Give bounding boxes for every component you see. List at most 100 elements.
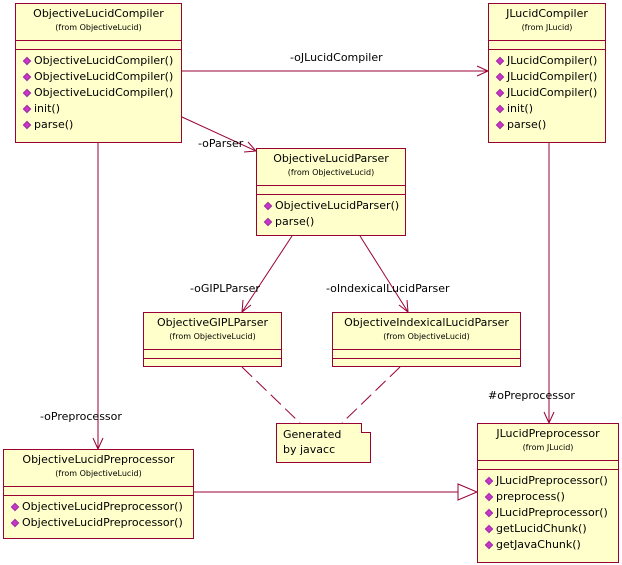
operation-label: ObjectiveLucidCompiler() bbox=[34, 70, 174, 83]
operations-compartment: ObjectiveLucidParser() parse() bbox=[257, 195, 405, 230]
public-operation-icon bbox=[495, 104, 505, 114]
operation: JLucidPreprocessor() bbox=[484, 473, 618, 489]
public-operation-icon bbox=[495, 120, 505, 130]
operations-compartment: ObjectiveLucidCompiler() ObjectiveLucidC… bbox=[16, 50, 181, 133]
operation-label: ObjectiveLucidPreprocessor() bbox=[22, 500, 183, 513]
operation: JLucidCompiler() bbox=[495, 85, 605, 101]
class-package: (from JLucid) bbox=[521, 23, 573, 32]
class-name: JLucidPreprocessor bbox=[496, 427, 600, 440]
public-operation-icon bbox=[22, 72, 32, 82]
class-jlucid-preprocessor[interactable]: JLucidPreprocessor (from JLucid) JLucidP… bbox=[477, 423, 619, 563]
operation-label: ObjectiveLucidParser() bbox=[275, 199, 400, 212]
role-label-ogipl-parser: -oGIPLParser bbox=[190, 282, 260, 295]
operation-label: JLucidCompiler() bbox=[507, 54, 598, 67]
public-operation-icon bbox=[484, 508, 494, 518]
operation-label: preprocess() bbox=[496, 490, 565, 503]
operation-label: JLucidPreprocessor() bbox=[496, 506, 608, 519]
public-operation-icon bbox=[484, 524, 494, 534]
public-operation-icon bbox=[22, 120, 32, 130]
class-name: JLucidCompiler bbox=[506, 7, 588, 20]
public-operation-icon bbox=[484, 476, 494, 486]
note-anchor-gipl bbox=[241, 366, 301, 424]
operation: parse() bbox=[495, 117, 605, 133]
operation: ObjectiveLucidPreprocessor() bbox=[10, 515, 193, 531]
public-operation-icon bbox=[263, 217, 273, 227]
public-operation-icon bbox=[22, 56, 32, 66]
public-operation-icon bbox=[263, 201, 273, 211]
operation: ObjectiveLucidCompiler() bbox=[22, 53, 181, 69]
public-operation-icon bbox=[495, 88, 505, 98]
operation-label: init() bbox=[507, 102, 533, 115]
operation: getJavaChunk() bbox=[484, 537, 618, 553]
class-objective-gipl-parser[interactable]: ObjectiveGIPLParser (from ObjectiveLucid… bbox=[143, 312, 282, 367]
class-package: (from ObjectiveLucid) bbox=[55, 23, 142, 32]
operation-label: getLucidChunk() bbox=[496, 522, 587, 535]
attributes-compartment bbox=[257, 186, 405, 195]
operation: preprocess() bbox=[484, 489, 618, 505]
operation: getLucidChunk() bbox=[484, 521, 618, 537]
operation-label: ObjectiveLucidCompiler() bbox=[34, 86, 174, 99]
operation-label: JLucidCompiler() bbox=[507, 70, 598, 83]
public-operation-icon bbox=[484, 492, 494, 502]
operation: ObjectiveLucidCompiler() bbox=[22, 69, 181, 85]
association-parser bbox=[181, 116, 257, 152]
operation: parse() bbox=[22, 117, 181, 133]
class-objective-lucid-compiler[interactable]: ObjectiveLucidCompiler (from ObjectiveLu… bbox=[15, 3, 182, 143]
operation-label: parse() bbox=[34, 118, 74, 131]
class-header: JLucidCompiler (from JLucid) bbox=[489, 4, 605, 41]
public-operation-icon bbox=[495, 56, 505, 66]
note-generated-by-javacc[interactable]: Generated by javacc bbox=[276, 423, 371, 463]
association-gipl-parser bbox=[241, 235, 293, 313]
note-fold-corner bbox=[361, 423, 371, 433]
class-header: ObjectiveLucidParser (from ObjectiveLuci… bbox=[257, 149, 405, 186]
operation-label: parse() bbox=[507, 118, 547, 131]
public-operation-icon bbox=[10, 502, 20, 512]
operation: JLucidPreprocessor() bbox=[484, 505, 618, 521]
class-header: ObjectiveGIPLParser (from ObjectiveLucid… bbox=[144, 313, 281, 350]
operation-label: ObjectiveLucidPreprocessor() bbox=[22, 516, 183, 529]
class-jlucid-compiler[interactable]: JLucidCompiler (from JLucid) JLucidCompi… bbox=[488, 3, 606, 143]
attributes-compartment bbox=[333, 350, 520, 359]
operation-label: parse() bbox=[275, 215, 315, 228]
attributes-compartment bbox=[4, 487, 193, 496]
role-label-oparser: -oParser bbox=[198, 137, 244, 150]
class-header: ObjectiveLucidCompiler (from ObjectiveLu… bbox=[16, 4, 181, 41]
attributes-compartment bbox=[16, 41, 181, 50]
public-operation-icon bbox=[22, 104, 32, 114]
operation-label: init() bbox=[34, 102, 60, 115]
class-objective-lucid-preprocessor[interactable]: ObjectiveLucidPreprocessor (from Objecti… bbox=[3, 449, 194, 539]
operation: JLucidCompiler() bbox=[495, 53, 605, 69]
class-objective-indexical-lucid-parser[interactable]: ObjectiveIndexicalLucidParser (from Obje… bbox=[332, 312, 521, 367]
class-header: ObjectiveIndexicalLucidParser (from Obje… bbox=[333, 313, 520, 350]
operation: ObjectiveLucidPreprocessor() bbox=[10, 499, 193, 515]
public-operation-icon bbox=[22, 88, 32, 98]
public-operation-icon bbox=[495, 72, 505, 82]
class-package: (from ObjectiveLucid) bbox=[383, 332, 470, 341]
note-anchor-indexical bbox=[341, 366, 401, 424]
class-package: (from ObjectiveLucid) bbox=[169, 332, 256, 341]
operations-compartment: ObjectiveLucidPreprocessor() ObjectiveLu… bbox=[4, 496, 193, 531]
role-label-oindexical-lucid-parser: -oIndexicalLucidParser bbox=[326, 282, 450, 295]
class-name: ObjectiveLucidCompiler bbox=[33, 7, 164, 20]
class-package: (from ObjectiveLucid) bbox=[55, 469, 142, 478]
generalization-triangle bbox=[457, 483, 479, 501]
class-name: ObjectiveIndexicalLucidParser bbox=[344, 316, 509, 329]
attributes-compartment bbox=[144, 350, 281, 359]
operations-compartment: JLucidPreprocessor() preprocess() JLucid… bbox=[478, 470, 618, 553]
class-name: ObjectiveGIPLParser bbox=[156, 316, 269, 329]
operation-label: JLucidCompiler() bbox=[507, 86, 598, 99]
operations-compartment: JLucidCompiler() JLucidCompiler() JLucid… bbox=[489, 50, 605, 133]
role-label-ojlucid-compiler: -oJLucidCompiler bbox=[290, 51, 383, 64]
attributes-compartment bbox=[478, 461, 618, 470]
class-objective-lucid-parser[interactable]: ObjectiveLucidParser (from ObjectiveLuci… bbox=[256, 148, 406, 236]
operation: init() bbox=[22, 101, 181, 117]
class-header: ObjectiveLucidPreprocessor (from Objecti… bbox=[4, 450, 193, 487]
operation: ObjectiveLucidParser() bbox=[263, 198, 405, 214]
class-header: JLucidPreprocessor (from JLucid) bbox=[478, 424, 618, 461]
operation: JLucidCompiler() bbox=[495, 69, 605, 85]
class-package: (from ObjectiveLucid) bbox=[287, 168, 375, 177]
operation: init() bbox=[495, 101, 605, 117]
class-name: ObjectiveLucidPreprocessor bbox=[22, 453, 175, 466]
